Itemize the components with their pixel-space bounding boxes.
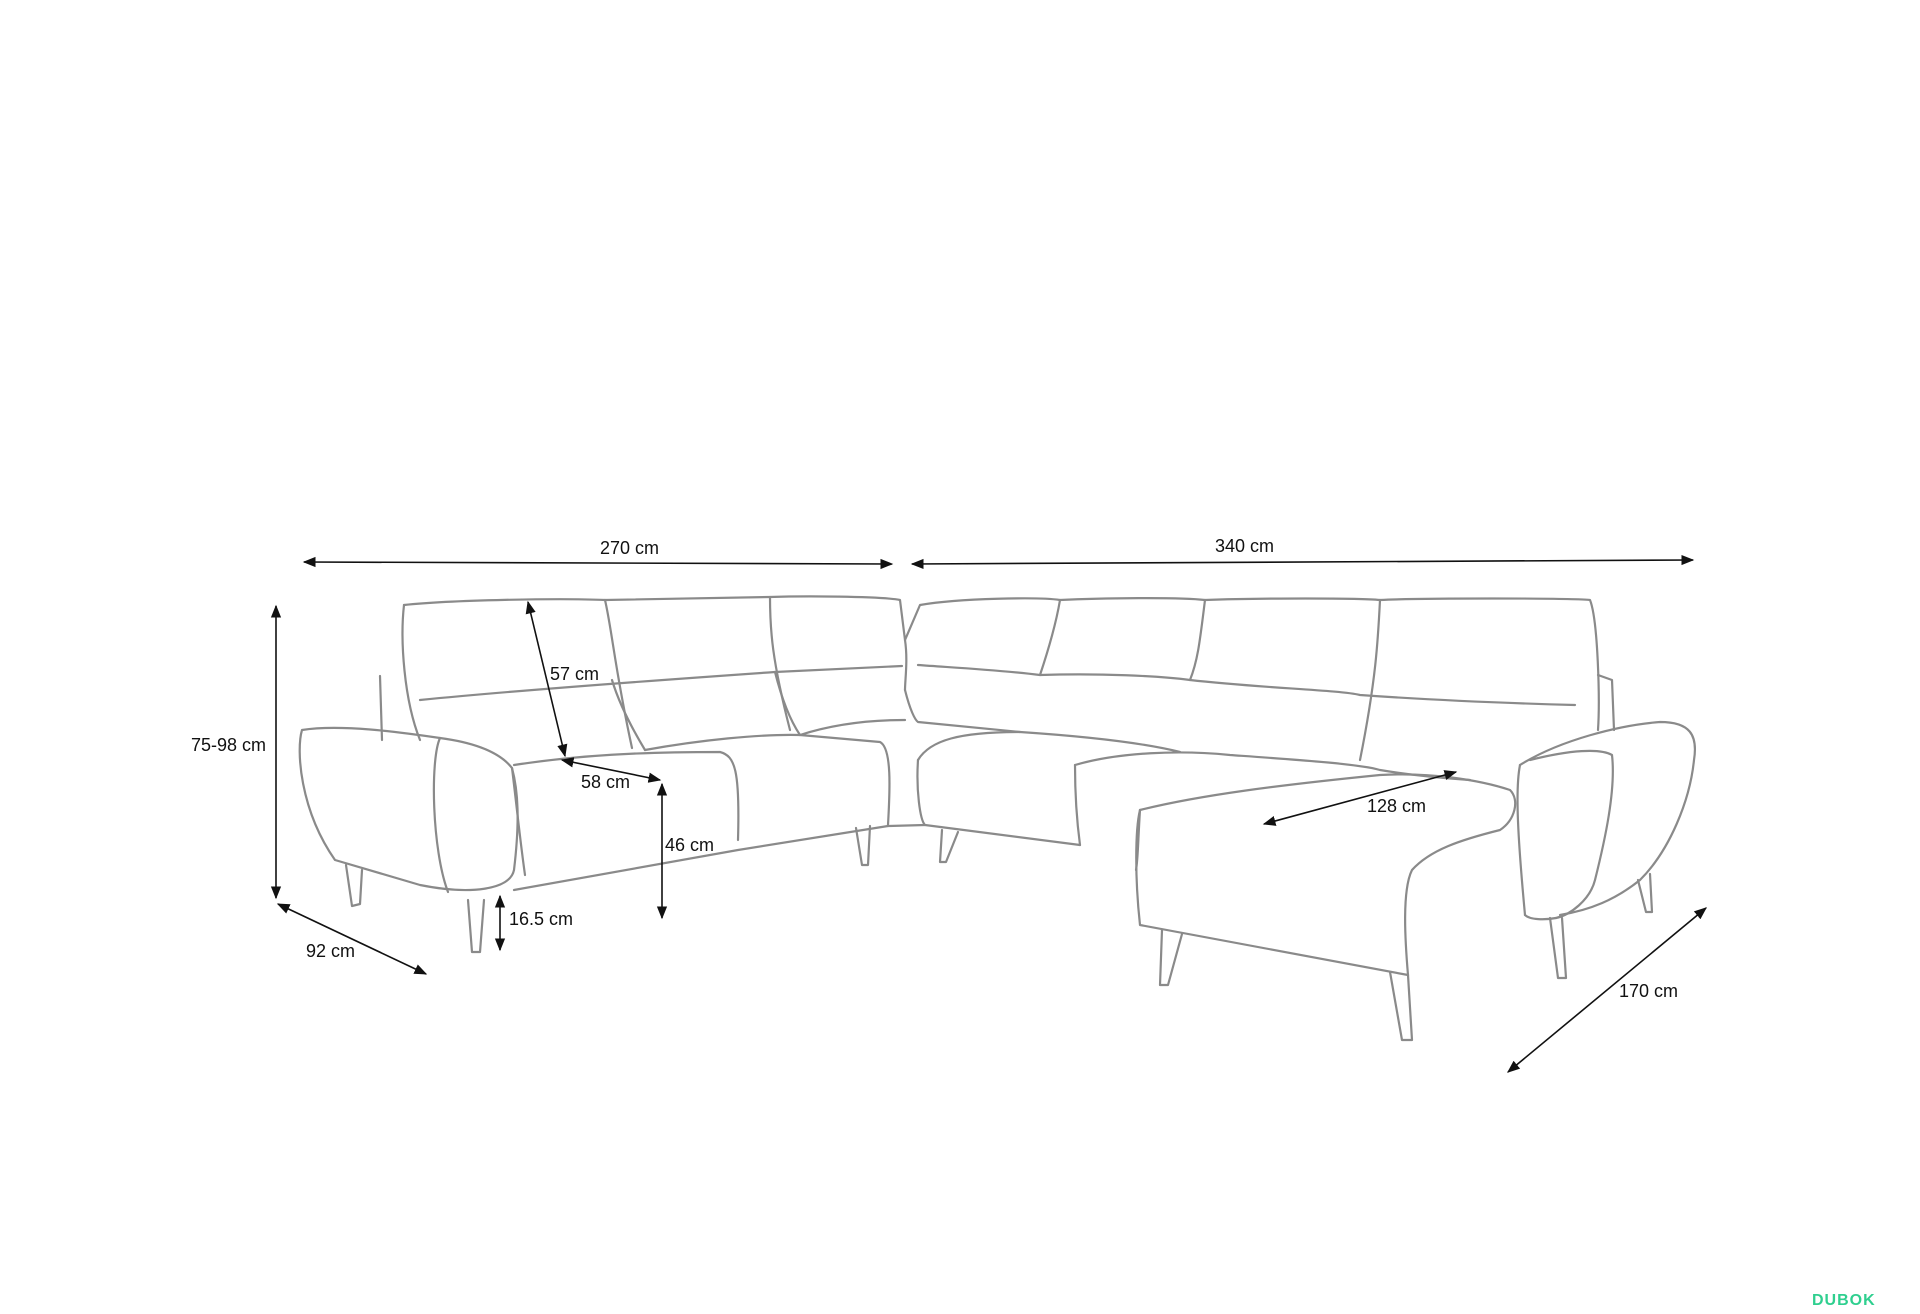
label-width-right: 340 cm xyxy=(1215,536,1274,556)
label-height: 75-98 cm xyxy=(191,735,266,755)
leg xyxy=(854,824,872,867)
dim-line-chaise-width xyxy=(1262,770,1458,826)
label-width-left: 270 cm xyxy=(600,538,659,558)
label-backrest: 57 cm xyxy=(550,664,599,684)
sofa-outline xyxy=(298,595,1696,1042)
leg xyxy=(466,898,486,954)
brand-logo: DUBOK xyxy=(1812,1292,1876,1309)
leg xyxy=(1158,928,1184,987)
dim-line-width-left xyxy=(302,556,894,570)
label-leg-height: 16.5 cm xyxy=(509,909,573,929)
dim-line-width-right xyxy=(910,554,1695,570)
leg xyxy=(1548,916,1568,980)
leg xyxy=(1388,970,1414,1042)
right-armrest xyxy=(1518,720,1696,917)
dim-line-chaise-depth xyxy=(1507,907,1707,1073)
right-backrest xyxy=(903,597,1600,732)
dim-line-seat-depth xyxy=(560,757,662,783)
label-depth: 92 cm xyxy=(306,941,355,961)
chaise-longue xyxy=(1138,773,1517,977)
leg xyxy=(344,863,364,908)
left-armrest xyxy=(298,726,519,892)
label-seat-depth: 58 cm xyxy=(581,772,630,792)
dimension-labels: 270 cm 340 cm 75-98 cm 92 cm 57 cm 58 cm… xyxy=(191,536,1678,1001)
dimension-lines xyxy=(270,554,1707,1073)
label-chaise-depth: 170 cm xyxy=(1619,981,1678,1001)
left-seat xyxy=(512,750,740,842)
left-backrest xyxy=(402,595,908,692)
leg xyxy=(938,828,960,864)
dim-line-depth xyxy=(276,903,428,975)
dim-line-backrest xyxy=(525,600,568,758)
label-chaise-width: 128 cm xyxy=(1367,796,1426,816)
label-seat-height: 46 cm xyxy=(665,835,714,855)
